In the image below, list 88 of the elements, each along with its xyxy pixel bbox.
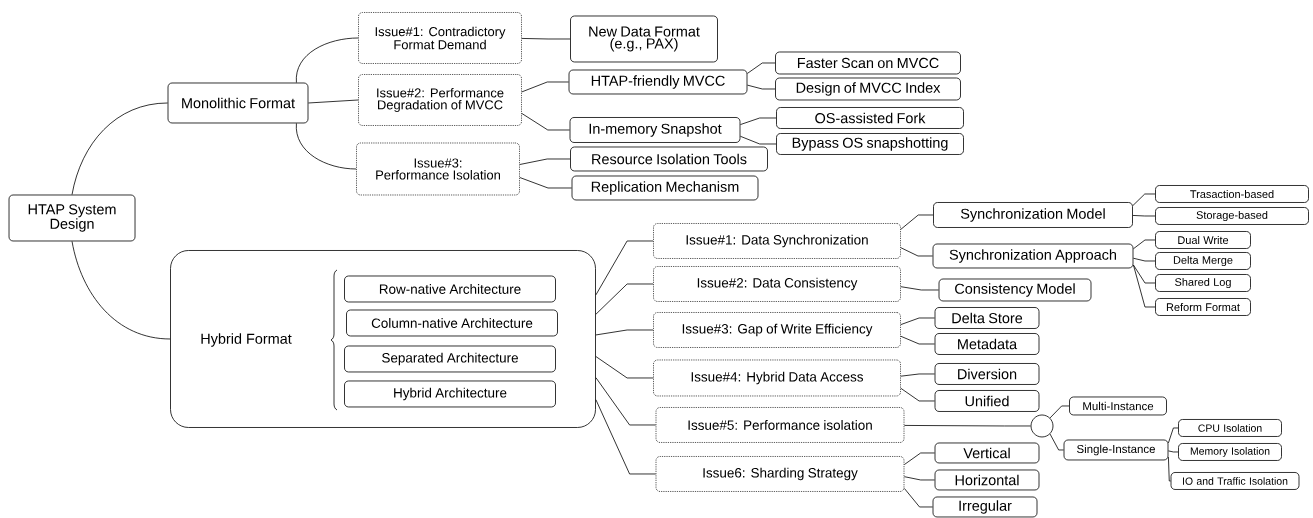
connector-line xyxy=(904,476,935,481)
topic-box: Hybrid Architecture xyxy=(344,380,556,408)
topic-box: Single-Instance xyxy=(1063,439,1169,461)
junction-circle xyxy=(1030,414,1054,438)
topic-box: OS-assisted Fork xyxy=(776,107,964,129)
issue-box: Issue#2: Performance Degradation of MVCC xyxy=(358,74,522,126)
connector-line xyxy=(595,377,656,426)
topic-box: Faster Scan on MVCC xyxy=(775,51,961,75)
connector-line xyxy=(519,158,571,165)
connector-line xyxy=(296,123,357,170)
connector-line xyxy=(740,135,777,145)
issue-box: Issue#1: Data Synchronization xyxy=(653,223,901,259)
topic-box: Diversion xyxy=(934,363,1040,385)
connector-line xyxy=(1133,264,1156,308)
connector-line xyxy=(740,117,777,125)
connector-line xyxy=(1133,257,1156,262)
connector-line xyxy=(71,102,168,195)
connector-line xyxy=(1132,215,1156,217)
connector-line xyxy=(521,38,571,40)
topic-box: Irregular xyxy=(932,496,1038,518)
issue-box: Issue#3: Gap of Write Efficiency xyxy=(653,312,901,348)
issue-box: Issue6: Sharding Strategy xyxy=(655,456,905,492)
connector-line xyxy=(1168,450,1179,453)
issue-box: Issue#2: Data Consistency xyxy=(653,266,901,302)
topic-box: Design of MVCC Index xyxy=(775,77,961,101)
connector-line xyxy=(595,399,656,475)
connector-line xyxy=(1168,456,1171,482)
topic-box: HTAP-friendly MVCC xyxy=(568,69,748,95)
topic-box: Synchronization Model xyxy=(933,202,1133,228)
topic-box: Replication Mechanism xyxy=(571,175,759,201)
topic-box: Resource Isolation Tools xyxy=(570,146,768,172)
connector-line xyxy=(1049,433,1064,451)
connector-line xyxy=(1168,427,1179,444)
issue-box: Issue#1: Contradictory Format Demand xyxy=(358,12,522,64)
connector-line xyxy=(595,283,654,315)
connector-line xyxy=(900,214,934,230)
topic-box: Delta Store xyxy=(934,307,1040,329)
connector-line xyxy=(308,99,359,104)
topic-box: In-memory Snapshot xyxy=(569,117,741,143)
issue-box: Issue#3: Performance Isolation xyxy=(356,142,520,196)
topic-box: Memory Isolation xyxy=(1178,443,1282,461)
topic-box: Dual Write xyxy=(1155,231,1251,249)
connector-line xyxy=(521,113,570,131)
topic-box: Consistency Model xyxy=(938,278,1092,302)
topic-box: HTAP System Design xyxy=(8,194,136,242)
connector-line xyxy=(595,329,654,336)
connector-line xyxy=(296,37,359,83)
connector-line xyxy=(1132,193,1156,206)
connector-line xyxy=(900,387,935,402)
connector-line xyxy=(900,286,939,291)
connector-line xyxy=(1049,405,1070,419)
topic-box: Trasaction-based xyxy=(1155,185,1309,203)
connector-line xyxy=(1133,239,1156,250)
connector-line xyxy=(1133,264,1156,284)
topic-box: Vertical xyxy=(934,442,1040,464)
connector-line xyxy=(521,81,569,93)
topic-box: Bypass OS snapshotting xyxy=(776,133,964,155)
connector-line xyxy=(904,425,1031,427)
connector-line xyxy=(904,488,933,508)
connector-line xyxy=(595,356,654,379)
topic-box: Monolithic Format xyxy=(167,82,309,124)
topic-box: Multi-Instance xyxy=(1069,396,1167,416)
connector-line xyxy=(900,247,933,257)
connector-line xyxy=(71,241,171,340)
connector-line xyxy=(519,177,572,189)
topic-box: Unified xyxy=(934,390,1040,412)
connector-line xyxy=(747,62,776,74)
connector-line xyxy=(900,317,935,325)
topic-box: Row-native Architecture xyxy=(344,275,556,303)
topic-box: New Data Format (e.g., PAX) xyxy=(570,15,718,63)
connector-line xyxy=(904,452,935,465)
topic-box: IO and Traffic Isolation xyxy=(1170,472,1300,490)
issue-box: Issue#4: Hybrid Data Access xyxy=(653,359,901,397)
topic-box: Delta Merge xyxy=(1155,252,1251,270)
topic-box: Horizontal xyxy=(934,469,1040,491)
connector-line xyxy=(900,335,935,345)
connector-line xyxy=(900,373,935,377)
topic-box: Shared Log xyxy=(1155,274,1251,292)
issue-box: Issue#5: Performance isolation xyxy=(655,407,905,443)
topic-box: Metadata xyxy=(934,333,1040,355)
topic-box: Reform Format xyxy=(1155,298,1251,316)
topic-box: Storage-based xyxy=(1155,207,1309,225)
connector-line xyxy=(747,84,776,90)
connector-line xyxy=(595,240,654,296)
topic-box: Separated Architecture xyxy=(344,345,556,373)
topic-box: Column-native Architecture xyxy=(346,309,558,337)
topic-box: CPU Isolation xyxy=(1178,419,1282,437)
topic-box: Synchronization Approach xyxy=(932,243,1134,269)
